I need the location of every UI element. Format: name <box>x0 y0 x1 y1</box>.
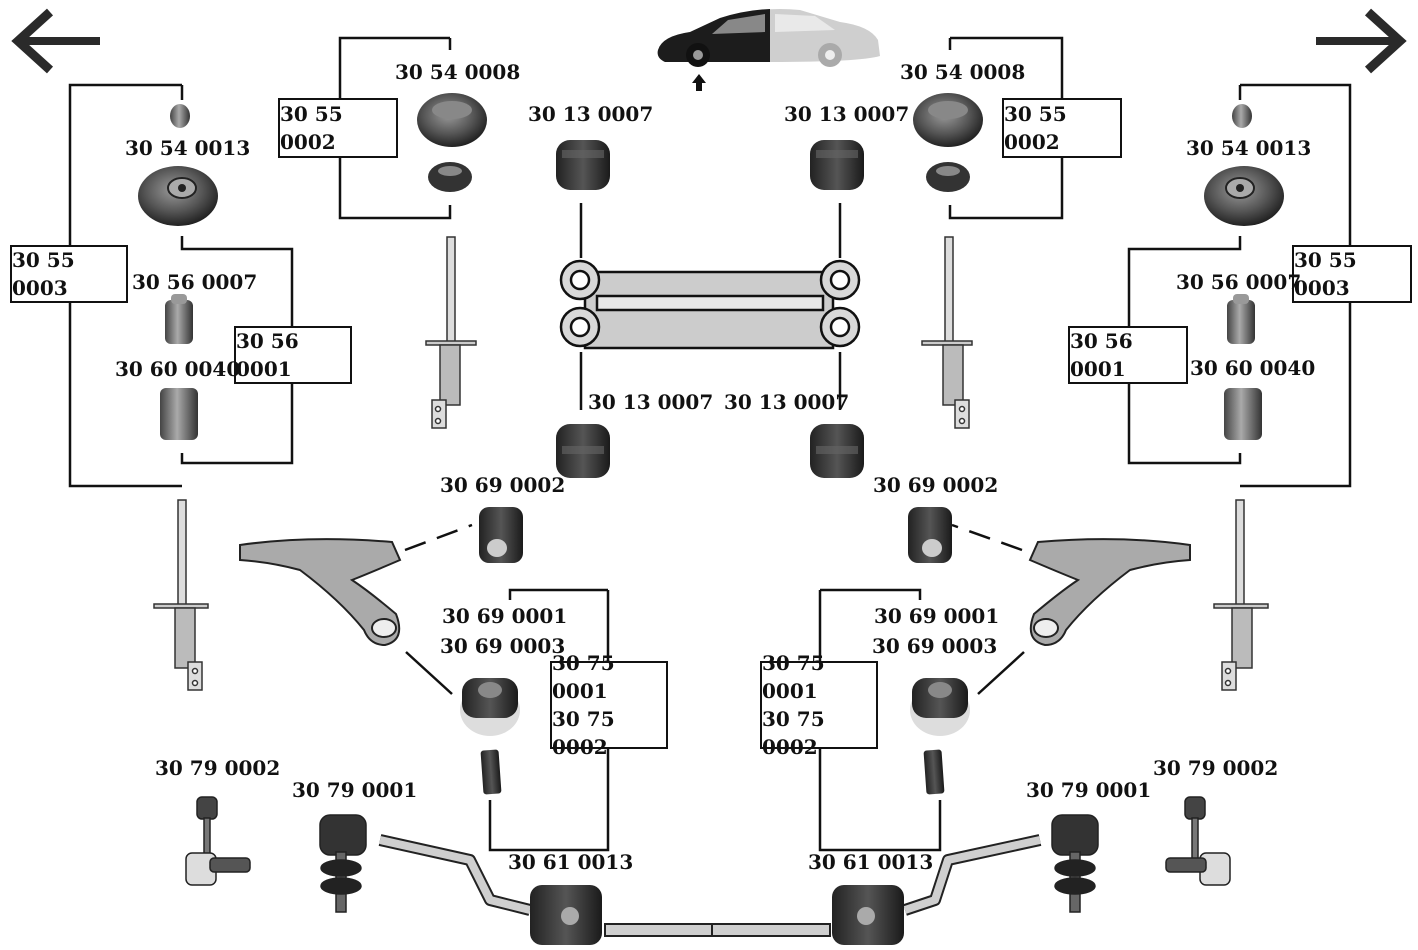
arm-bush-rear-right <box>910 678 970 736</box>
upper-seat-right <box>926 162 970 192</box>
label-bump-stop-right[interactable]: 30 56 0007 <box>1176 270 1302 294</box>
label-stab-link-outer-left[interactable]: 30 79 0002 <box>155 756 281 780</box>
label-subframe-bush-tl[interactable]: 30 13 0007 <box>528 102 654 126</box>
dust-boot-left <box>160 388 198 440</box>
sleeve-left <box>480 749 502 795</box>
subframe-bush-tl <box>556 140 610 190</box>
box-protection-kit-left[interactable]: 30 56 0001 <box>234 326 352 384</box>
stab-bar-center <box>604 923 831 937</box>
stab-link-outer-right <box>1165 796 1231 886</box>
stab-bush-right <box>832 885 904 945</box>
arm-bush-front-right <box>908 507 952 563</box>
upper-mount-left <box>417 93 487 147</box>
label-arm-bush-front-right[interactable]: 30 69 0002 <box>873 473 999 497</box>
arrow-right-icon[interactable] <box>1312 5 1412 80</box>
left-dash-line <box>404 523 473 552</box>
subframe-bush-tr <box>810 140 864 190</box>
strut-upper-left <box>425 236 477 429</box>
label-arm-bush-rear-a-left[interactable]: 30 69 0001 <box>442 604 568 628</box>
label-subframe-bush-br[interactable]: 30 13 0007 <box>724 390 850 414</box>
label-arm-bush-front-left[interactable]: 30 69 0002 <box>440 473 566 497</box>
upper-mount-right <box>913 93 983 147</box>
sleeve-right <box>923 749 945 795</box>
arrow-up-icon <box>692 74 706 91</box>
label-subframe-bush-bl[interactable]: 30 13 0007 <box>588 390 714 414</box>
label-subframe-bush-tr[interactable]: 30 13 0007 <box>784 102 910 126</box>
car-side-icon <box>657 9 880 67</box>
arm-bush-front-left <box>479 507 523 563</box>
label-dust-boot-right[interactable]: 30 60 0040 <box>1190 356 1316 380</box>
stab-bush-left <box>530 885 602 945</box>
label-upper-mount-left[interactable]: 30 54 0008 <box>395 60 521 84</box>
arm-kit-a-right: 30 75 0001 <box>762 651 825 703</box>
label-arm-bush-rear-a-right[interactable]: 30 69 0001 <box>874 604 1000 628</box>
label-stab-link-inner-left[interactable]: 30 79 0001 <box>292 778 418 802</box>
strut-lower-right <box>1213 499 1269 691</box>
control-arm-right <box>1028 538 1191 647</box>
arm-kit-a-left: 30 75 0001 <box>552 651 615 703</box>
strut-mount-left <box>138 166 218 226</box>
upper-seat-left <box>428 162 472 192</box>
label-arm-bush-rear-b-right[interactable]: 30 69 0003 <box>872 634 998 658</box>
bump-stop-left <box>165 294 193 344</box>
label-stab-bush-left[interactable]: 30 61 0013 <box>508 850 634 874</box>
cap-right <box>1232 104 1252 128</box>
right-dash-line <box>951 523 1023 552</box>
label-strut-mount-left[interactable]: 30 54 0013 <box>125 136 251 160</box>
subframe-bush-br <box>810 424 864 478</box>
box-upper-mount-kit-left[interactable]: 30 55 0002 <box>278 98 398 158</box>
box-arm-kit-left[interactable]: 30 75 0001 30 75 0002 <box>550 651 668 759</box>
arm-kit-b-right: 30 75 0002 <box>762 707 825 759</box>
label-stab-link-inner-right[interactable]: 30 79 0001 <box>1026 778 1152 802</box>
arm-bush-rear-left <box>460 678 520 736</box>
label-dust-boot-left[interactable]: 30 60 0040 <box>115 357 241 381</box>
subframe <box>559 259 861 350</box>
label-bump-stop-left[interactable]: 30 56 0007 <box>132 270 258 294</box>
box-protection-kit-right[interactable]: 30 56 0001 <box>1068 326 1188 384</box>
box-strut-mount-kit-left[interactable]: 30 55 0003 <box>10 245 128 303</box>
label-strut-mount-right[interactable]: 30 54 0013 <box>1186 136 1312 160</box>
control-arm-left <box>239 538 402 647</box>
label-stab-link-outer-right[interactable]: 30 79 0002 <box>1153 756 1279 780</box>
stab-link-inner-right <box>1051 814 1099 913</box>
subframe-bush-bl <box>556 424 610 478</box>
arm-kit-b-left: 30 75 0002 <box>552 707 615 759</box>
dust-boot-right <box>1224 388 1262 440</box>
label-upper-mount-right[interactable]: 30 54 0008 <box>900 60 1026 84</box>
stab-link-inner-left <box>319 814 367 913</box>
box-upper-mount-kit-right[interactable]: 30 55 0002 <box>1002 98 1122 158</box>
box-strut-mount-kit-right[interactable]: 30 55 0003 <box>1292 245 1412 303</box>
bump-stop-right <box>1227 294 1255 344</box>
box-arm-kit-right[interactable]: 30 75 0001 30 75 0002 <box>760 651 878 759</box>
strut-lower-left <box>153 499 209 691</box>
label-stab-bush-right[interactable]: 30 61 0013 <box>808 850 934 874</box>
strut-upper-right <box>921 236 973 429</box>
strut-mount-right <box>1204 166 1284 226</box>
label-arm-bush-rear-b-left[interactable]: 30 69 0003 <box>440 634 566 658</box>
arrow-left-icon[interactable] <box>5 5 105 80</box>
stab-link-outer-left <box>185 796 251 886</box>
cap-left <box>170 104 190 128</box>
